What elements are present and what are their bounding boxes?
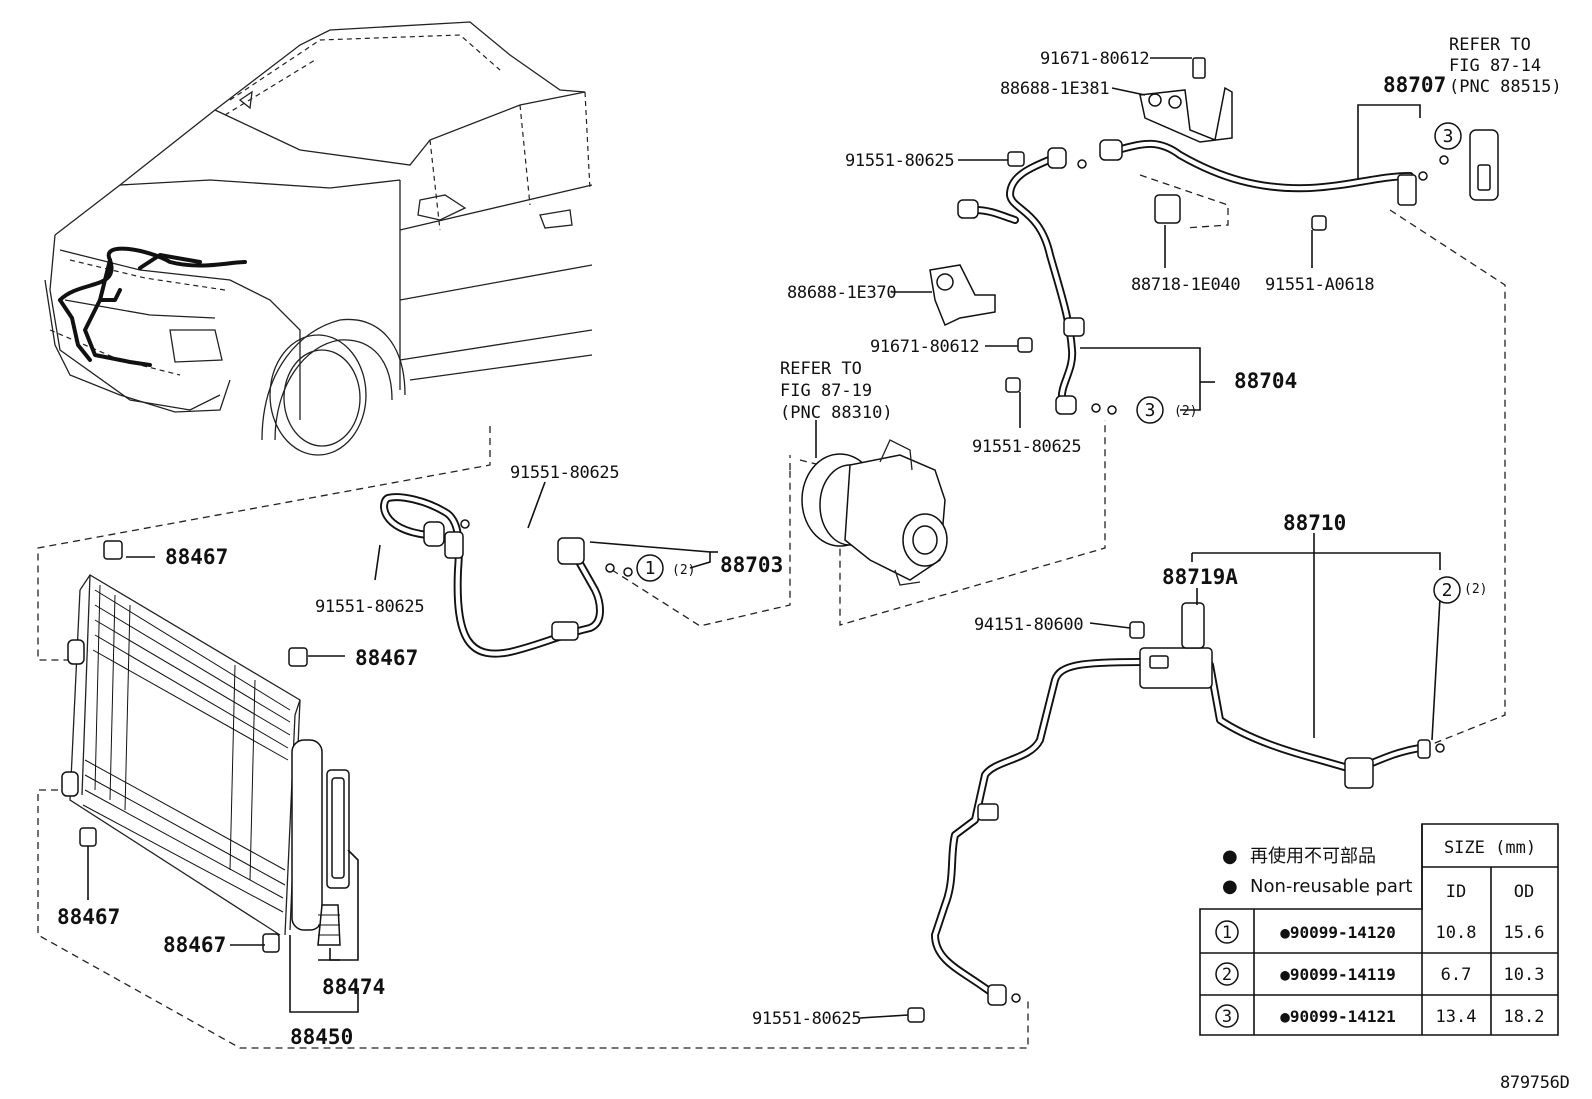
label-88703: 88703 (720, 553, 783, 577)
label-88718-1E040: 88718-1E040 (1131, 275, 1240, 295)
size-row-1-od: 15.6 (1504, 923, 1545, 943)
size-row-3-num: 3 (1222, 1007, 1232, 1027)
circle-1 (636, 554, 664, 582)
label-88467-d: 88467 (163, 933, 226, 957)
legend-jp-text: 再使用不可部品 (1250, 846, 1376, 867)
label-88450: 88450 (290, 1025, 353, 1049)
size-row-3-part: ●90099-14121 (1280, 1007, 1396, 1026)
circle-number-3-mid: 3 (1145, 400, 1156, 421)
leader-lines (87, 57, 1441, 1019)
label-91551-80625-bottom: 91551-80625 (752, 1009, 861, 1029)
legend: ● 再使用不可部品 ● Non-reusable part (1222, 846, 1412, 897)
size-row-2-od: 10.3 (1504, 965, 1545, 985)
label-88719A: 88719A (1162, 565, 1238, 589)
label-91551-80625-mid: 91551-80625 (972, 437, 1081, 457)
size-row-2-part: ●90099-14119 (1280, 965, 1396, 984)
circle-number-3-top: 3 (1443, 126, 1454, 147)
size-row-1-part: ●90099-14120 (1280, 923, 1396, 942)
legend-marker-en: ● (1222, 876, 1238, 897)
compressor (801, 439, 948, 586)
vehicle-illustration (44, 21, 593, 456)
label-91551-80625-hose-left: 91551-80625 (315, 597, 424, 617)
size-row-1-id: 10.8 (1436, 923, 1477, 943)
qty-88710: (2) (1464, 582, 1487, 597)
hose-88703 (380, 493, 615, 658)
circle-3-mid (1136, 396, 1164, 424)
label-88474: 88474 (322, 975, 385, 999)
legend-en-text: Non-reusable part (1250, 876, 1412, 897)
circle-2 (1433, 576, 1461, 604)
size-row-3-od: 18.2 (1504, 1007, 1545, 1027)
part-labels: 91671-80612 88688-1E381 91551-80625 8868… (57, 49, 1570, 1093)
label-88467-c: 88467 (57, 905, 120, 929)
label-91551-80625-top: 91551-80625 (845, 151, 954, 171)
ref-87-14-line3: (PNC 88515) (1449, 77, 1562, 97)
size-table-col-id: ID (1446, 882, 1466, 902)
condenser-assembly (61, 540, 350, 953)
size-row-2-id: 6.7 (1441, 965, 1472, 985)
size-table-col-od: OD (1514, 882, 1534, 902)
size-row-2-num: 2 (1222, 965, 1232, 985)
hose-88704-88707 (929, 57, 1499, 415)
qty-88704: (2) (1174, 404, 1197, 419)
ref-87-19-line3: (PNC 88310) (780, 403, 893, 423)
label-94151-80600: 94151-80600 (974, 615, 1083, 635)
size-table: SIZE (mm) ID OD 1 2 3 ●90099-14120 ●9009… (1199, 823, 1559, 1036)
circle-number-2: 2 (1442, 580, 1453, 601)
ref-87-19-line2: FIG 87-19 (780, 381, 872, 401)
label-91551-A0618: 91551-A0618 (1265, 275, 1374, 295)
label-88467-a: 88467 (165, 545, 228, 569)
label-88688-1E370: 88688-1E370 (787, 283, 896, 303)
legend-marker-jp: ● (1222, 846, 1238, 867)
label-88704: 88704 (1234, 369, 1297, 393)
label-88467-b: 88467 (355, 646, 418, 670)
circle-3-top (1434, 122, 1462, 150)
label-91671-80612-mid: 91671-80612 (870, 337, 979, 357)
figure-id: 879756D (1500, 1073, 1570, 1093)
ref-87-14-line1: REFER TO (1449, 35, 1531, 55)
pipe-88710 (907, 602, 1445, 1023)
label-88688-1E381: 88688-1E381 (1000, 79, 1109, 99)
label-91671-80612-top: 91671-80612 (1040, 49, 1149, 69)
label-88707: 88707 (1383, 73, 1446, 97)
qty-88703: (2) (672, 563, 695, 578)
size-row-1-num: 1 (1222, 923, 1232, 943)
label-88710: 88710 (1283, 511, 1346, 535)
circle-number-1: 1 (645, 558, 656, 579)
index-circles (623, 122, 1462, 604)
size-table-title: SIZE (mm) (1444, 838, 1536, 858)
ref-87-19-line1: REFER TO (780, 359, 862, 379)
ref-87-14-line2: FIG 87-14 (1449, 56, 1541, 76)
reference-notes: REFER TO FIG 87-14 (PNC 88515) REFER TO … (780, 35, 1562, 423)
circle-numbers: 3 3 1 2 (645, 126, 1454, 601)
size-row-3-id: 13.4 (1436, 1007, 1477, 1027)
label-91551-80625-hose-right: 91551-80625 (510, 463, 619, 483)
